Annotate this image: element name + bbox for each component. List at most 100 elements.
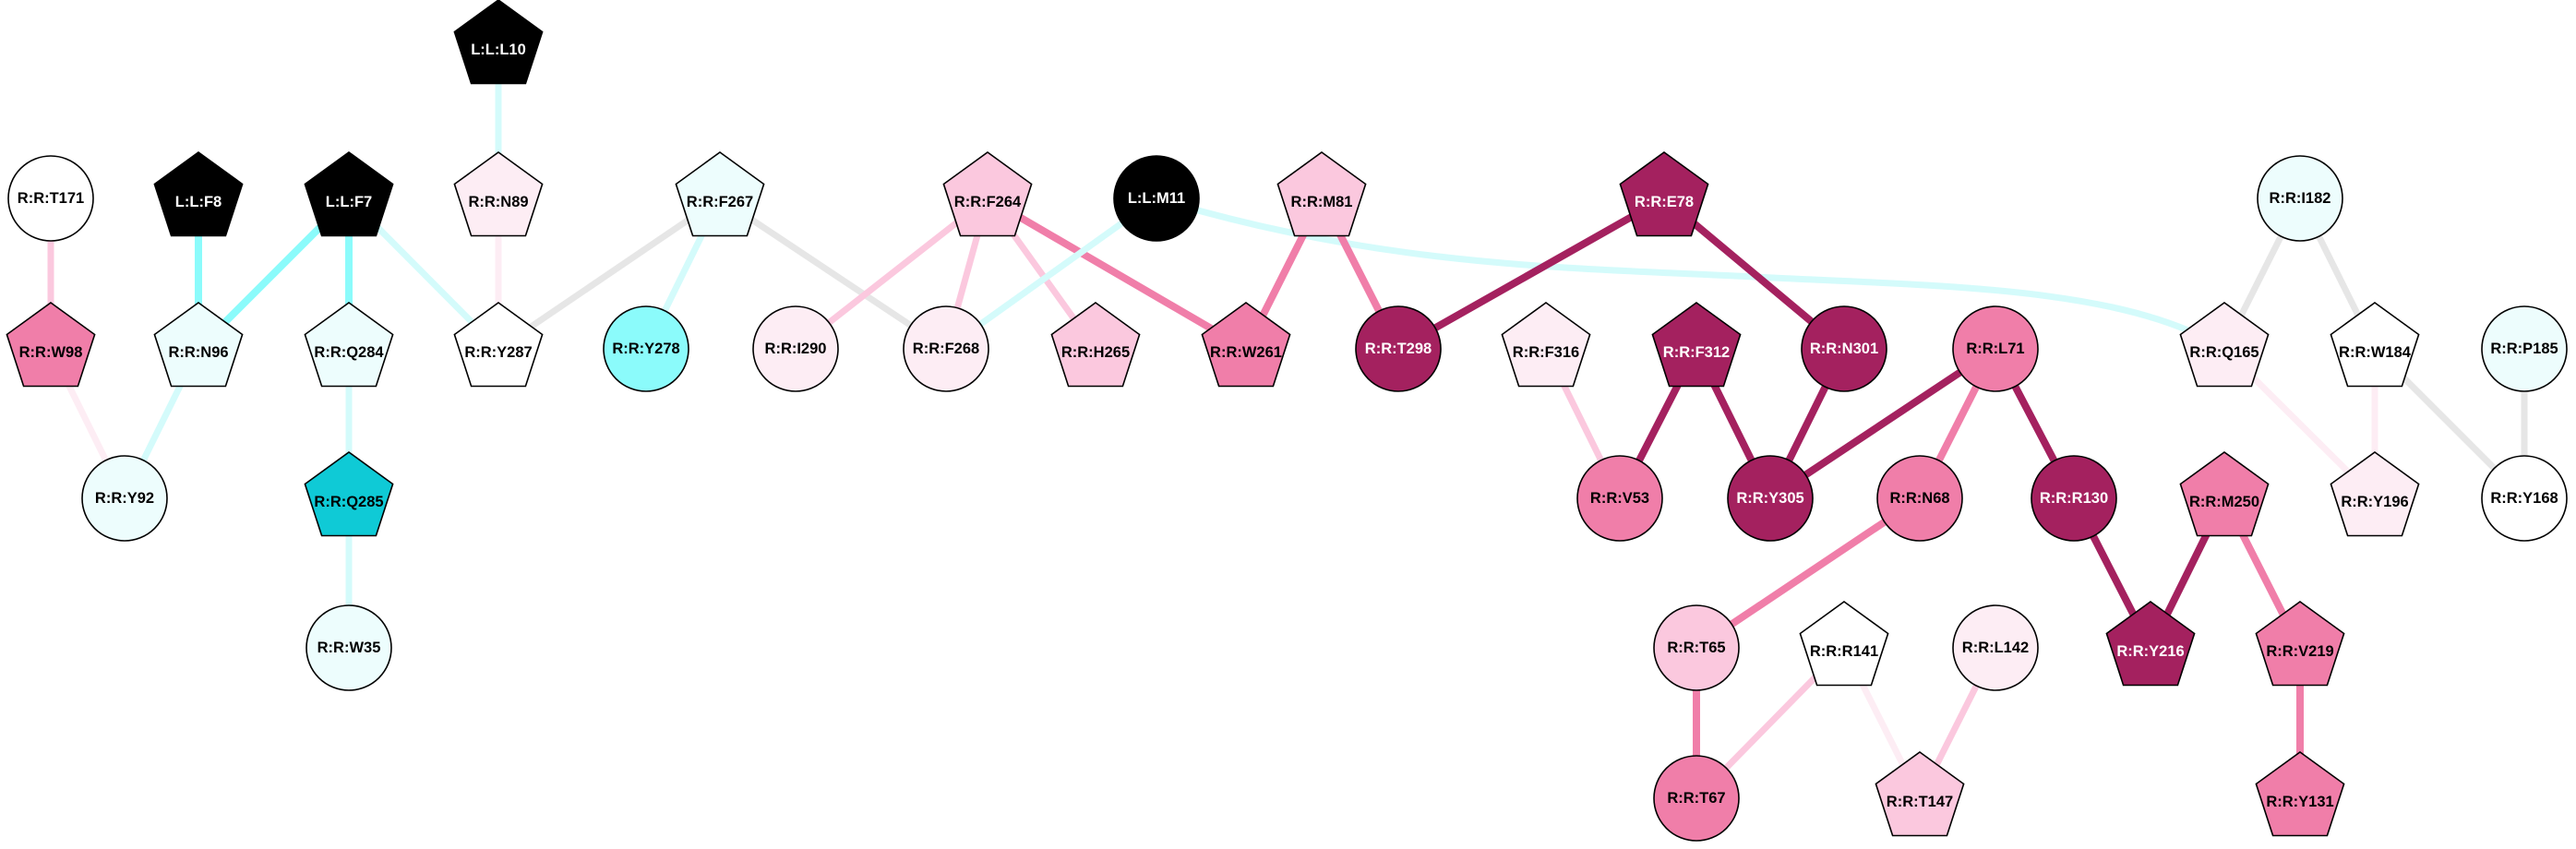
node-r-r-y131: R:R:Y131	[2255, 751, 2345, 837]
node-pentagon	[2255, 751, 2345, 837]
node-label: R:R:Y196	[2341, 494, 2408, 510]
node-label: L:L:L10	[471, 42, 526, 58]
node-circle	[603, 305, 689, 392]
node-pentagon	[153, 151, 244, 237]
node-label: R:R:Q284	[314, 344, 384, 361]
node-r-r-l71: R:R:L71	[1952, 305, 2039, 392]
node-label: R:R:L71	[1966, 341, 2024, 357]
node-label: R:R:F264	[954, 194, 1022, 210]
node-r-r-h265: R:R:H265	[1050, 302, 1141, 388]
edge-r-r-f267--r-r-y287	[497, 196, 722, 352]
node-circle	[7, 155, 94, 242]
node-pentagon	[675, 151, 765, 237]
node-circle	[1653, 755, 1740, 842]
node-label: L:L:F7	[326, 194, 372, 210]
node-pentagon	[1875, 751, 1965, 837]
node-l-l-l10: L:L:L10	[453, 0, 544, 85]
node-r-r-t67: R:R:T67	[1653, 755, 1740, 842]
node-label: R:R:Y305	[1736, 490, 1803, 507]
node-r-r-q165: R:R:Q165	[2179, 302, 2270, 388]
node-circle	[1727, 455, 1814, 542]
edge-r-r-f264--r-r-w261	[985, 195, 1249, 353]
node-r-r-y278: R:R:Y278	[603, 305, 689, 392]
node-label: R:R:I182	[2270, 190, 2331, 207]
node-pentagon	[1050, 302, 1141, 388]
node-pentagon	[304, 302, 394, 388]
node-circle	[2481, 305, 2568, 392]
node-label: R:R:M250	[2189, 494, 2259, 510]
node-r-r-w98: R:R:W98	[6, 302, 96, 388]
node-l-l-f8: L:L:F8	[153, 151, 244, 237]
edge-r-r-n68--r-r-t65	[1694, 495, 1923, 652]
node-label: R:R:T298	[1365, 341, 1432, 357]
node-pentagon	[2105, 601, 2196, 687]
node-circle	[2481, 455, 2568, 542]
node-r-r-t298: R:R:T298	[1355, 305, 1442, 392]
node-circle	[752, 305, 839, 392]
node-label: R:R:W35	[318, 640, 381, 656]
node-r-r-t65: R:R:T65	[1653, 604, 1740, 691]
node-r-r-m250: R:R:M250	[2179, 451, 2270, 537]
node-label: R:R:L142	[1962, 640, 2029, 656]
node-pentagon	[153, 302, 244, 388]
node-r-r-f312: R:R:F312	[1651, 302, 1742, 388]
node-r-r-i182: R:R:I182	[2257, 155, 2343, 242]
node-label: R:R:Y131	[2266, 794, 2333, 810]
node-label: R:R:W184	[2339, 344, 2412, 361]
node-label: R:R:M81	[1291, 194, 1353, 210]
node-label: R:R:N68	[1889, 490, 1949, 507]
node-label: R:R:F316	[1513, 344, 1579, 361]
node-label: R:R:F312	[1663, 344, 1730, 361]
node-l-l-m11: L:L:M11	[1113, 155, 1200, 242]
node-label: R:R:F268	[913, 341, 979, 357]
node-circle	[2257, 155, 2343, 242]
node-pentagon	[304, 151, 394, 237]
node-circle	[81, 455, 168, 542]
node-pentagon	[1651, 302, 1742, 388]
node-l-l-f7: L:L:F7	[304, 151, 394, 237]
node-label: R:R:E78	[1635, 194, 1694, 210]
node-label: L:L:M11	[1128, 190, 1185, 207]
node-circle	[1952, 305, 2039, 392]
node-circle	[1355, 305, 1442, 392]
node-r-r-q284: R:R:Q284	[304, 302, 394, 388]
node-label: R:R:T147	[1887, 794, 1953, 810]
node-circle	[2031, 455, 2117, 542]
node-r-r-q285: R:R:Q285	[304, 451, 394, 537]
node-r-r-w261: R:R:W261	[1201, 302, 1291, 388]
node-pentagon	[304, 451, 394, 537]
node-circle	[1576, 455, 1663, 542]
node-r-r-v219: R:R:V219	[2255, 601, 2345, 687]
node-label: R:R:F267	[687, 194, 753, 210]
node-r-r-p185: R:R:P185	[2481, 305, 2568, 392]
node-pentagon	[1799, 601, 1889, 687]
node-r-r-t147: R:R:T147	[1875, 751, 1965, 837]
node-r-r-y92: R:R:Y92	[81, 455, 168, 542]
node-circle	[1876, 455, 1963, 542]
node-label: R:R:N96	[168, 344, 228, 361]
node-r-r-e78: R:R:E78	[1619, 151, 1709, 237]
node-r-r-y168: R:R:Y168	[2481, 455, 2568, 542]
node-pentagon	[453, 302, 544, 388]
node-r-r-l142: R:R:L142	[1952, 604, 2039, 691]
node-pentagon	[2179, 302, 2270, 388]
node-label: R:R:Q165	[2189, 344, 2258, 361]
edge-r-r-e78--r-r-t298	[1396, 195, 1666, 353]
node-pentagon	[1276, 151, 1367, 237]
node-pentagon	[2255, 601, 2345, 687]
node-label: R:R:Y278	[612, 341, 679, 357]
node-pentagon	[6, 302, 96, 388]
node-r-r-f316: R:R:F316	[1501, 302, 1591, 388]
node-label: R:R:Y168	[2490, 490, 2558, 507]
node-r-r-n68: R:R:N68	[1876, 455, 1963, 542]
node-label: R:R:T65	[1667, 640, 1725, 656]
node-pentagon	[1201, 302, 1291, 388]
node-circle	[1952, 604, 2039, 691]
node-r-r-m81: R:R:M81	[1276, 151, 1367, 237]
node-circle	[1801, 305, 1887, 392]
node-circle	[1653, 604, 1740, 691]
node-r-r-w184: R:R:W184	[2330, 302, 2420, 388]
node-r-r-r141: R:R:R141	[1799, 601, 1889, 687]
node-label: R:R:T67	[1667, 790, 1725, 807]
